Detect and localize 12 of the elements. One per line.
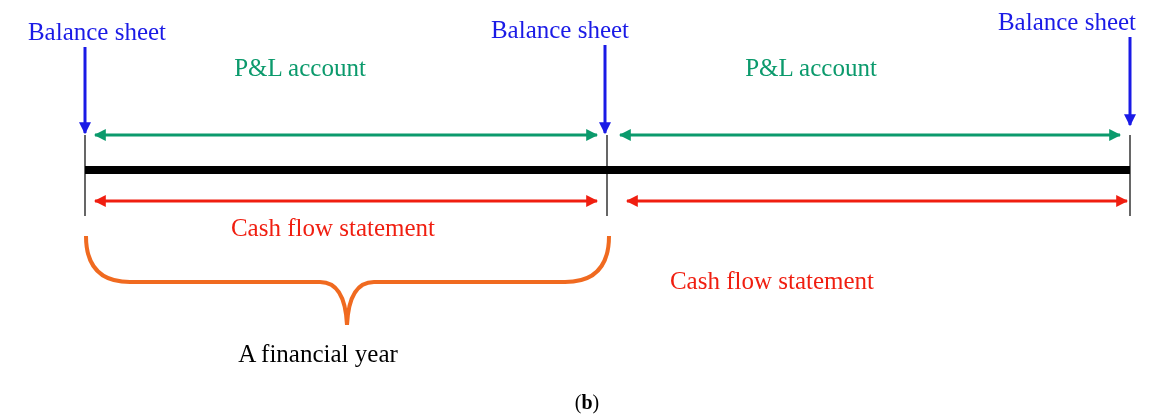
text-label: P&L account xyxy=(234,54,366,82)
arrow xyxy=(599,45,611,135)
node-label: Balance sheet xyxy=(490,16,630,44)
text-label: A financial year xyxy=(238,340,398,368)
node-label: Balance sheet xyxy=(27,18,167,46)
arrow xyxy=(1124,37,1136,127)
text-label: P&L account xyxy=(745,54,877,82)
arrow xyxy=(79,47,91,135)
text-label: Cash flow statement xyxy=(669,267,875,295)
caption: (b) xyxy=(574,390,600,416)
node-label: Balance sheet xyxy=(997,8,1137,36)
text-label: Cash flow statement xyxy=(230,214,436,242)
